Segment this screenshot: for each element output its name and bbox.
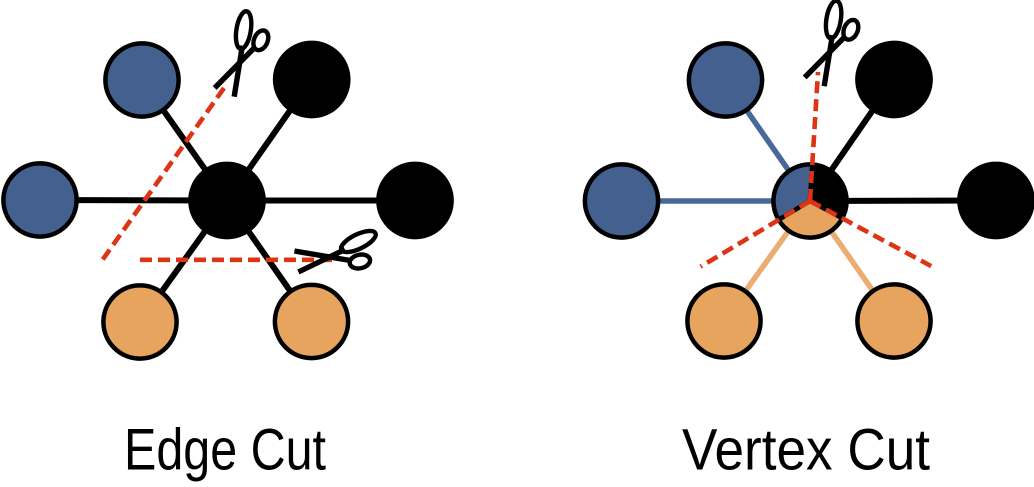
svg-text:Edge Cut: Edge Cut (124, 418, 326, 483)
svg-text:Vertex Cut: Vertex Cut (682, 418, 930, 483)
